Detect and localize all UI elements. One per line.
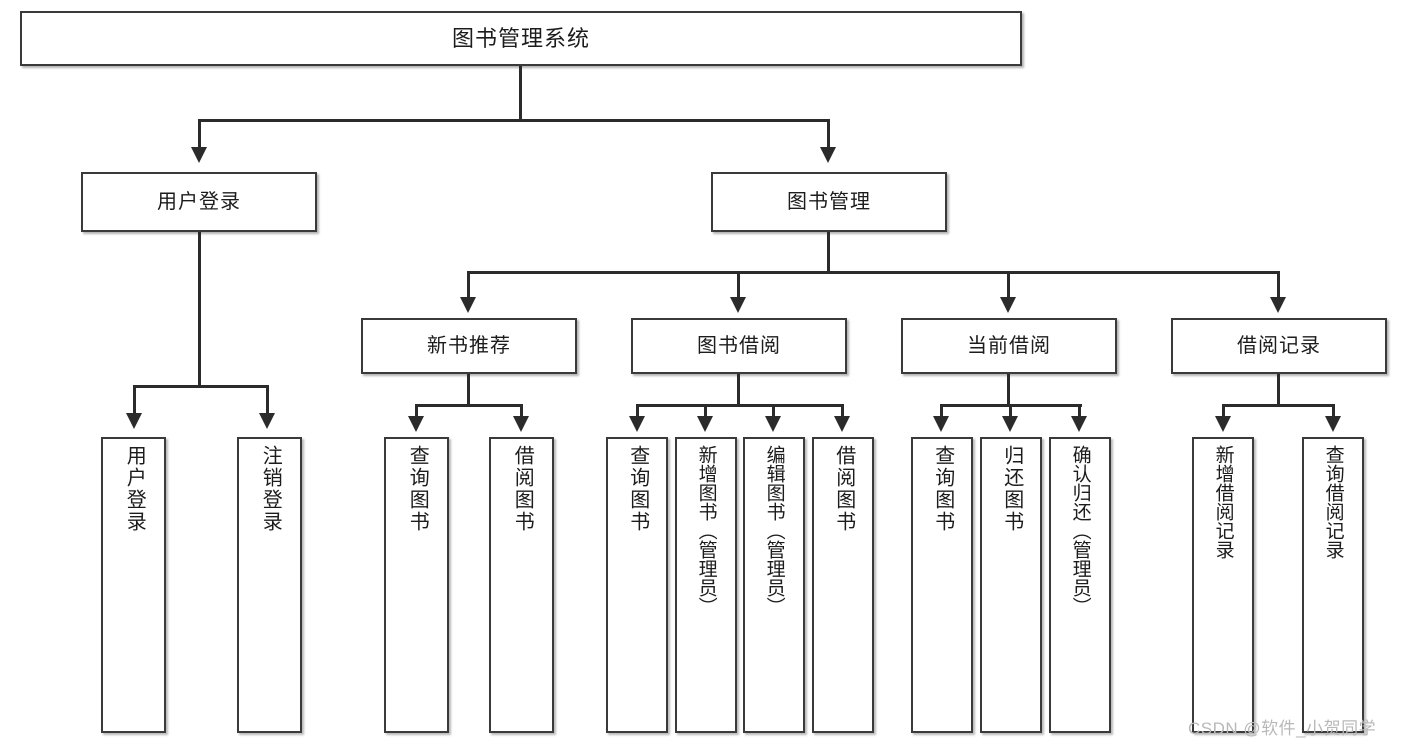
connector-borrow-record-drop-1 <box>1222 404 1225 418</box>
node-label: 查询图书 <box>931 445 954 533</box>
arrowhead-leaf-query-book-1 <box>408 416 424 432</box>
arrowhead-leaf-logout <box>259 413 275 429</box>
connector-root-to-book-mgmt <box>827 119 830 149</box>
connector-user-login-bus <box>133 385 269 388</box>
node-label: 借阅图书 <box>511 445 534 533</box>
arrowhead-leaf-confirm-return <box>1071 416 1087 432</box>
arrowhead-leaf-edit-book <box>765 416 781 432</box>
connector-current-borrow-drop-1 <box>940 404 943 418</box>
node-new-book-recommend[interactable]: 新书推荐 <box>361 318 577 374</box>
connector-book-borrow-stem <box>737 374 740 406</box>
connector-new-book-bus <box>415 404 523 407</box>
leaf-query-book-recommend[interactable]: 查询图书 <box>384 437 449 733</box>
node-label: 借阅记录 <box>1237 334 1321 357</box>
arrowhead-borrow-record <box>1270 297 1286 313</box>
connector-current-borrow-drop-3 <box>1078 404 1081 418</box>
node-label: 图书管理 <box>787 190 871 213</box>
leaf-query-book-current[interactable]: 查询图书 <box>911 437 973 733</box>
connector-to-borrow-record <box>1277 271 1280 299</box>
connector-to-current-borrow <box>1007 271 1010 299</box>
connector-book-borrow-drop-4 <box>841 404 844 418</box>
leaf-borrow-book-recommend[interactable]: 借阅图书 <box>489 437 554 733</box>
connector-borrow-record-stem <box>1277 374 1280 406</box>
connector-user-login-drop-1 <box>133 385 136 415</box>
node-label: 确认归还（管理员） <box>1069 445 1091 616</box>
arrowhead-leaf-borrow-book-1 <box>513 416 529 432</box>
csdn-watermark: CSDN @软件_小贺同学 <box>1188 719 1377 738</box>
node-label: 用户登录 <box>157 190 241 213</box>
connector-to-new-book <box>467 271 470 299</box>
connector-user-login-stem <box>198 232 201 387</box>
connector-book-borrow-bus <box>636 404 844 407</box>
leaf-add-borrow-record[interactable]: 新增借阅记录 <box>1192 437 1254 733</box>
node-label: 查询借阅记录 <box>1322 445 1344 559</box>
node-root-system[interactable]: 图书管理系统 <box>20 11 1022 66</box>
leaf-return-book[interactable]: 归还图书 <box>980 437 1042 733</box>
node-book-management[interactable]: 图书管理 <box>711 172 947 232</box>
node-label: 新增图书（管理员） <box>695 445 717 616</box>
node-label: 查询图书 <box>626 445 649 533</box>
leaf-query-borrow-record[interactable]: 查询借阅记录 <box>1302 437 1364 733</box>
node-current-borrow[interactable]: 当前借阅 <box>901 318 1117 374</box>
leaf-query-book-borrow[interactable]: 查询图书 <box>606 437 668 733</box>
leaf-logout[interactable]: 注销登录 <box>237 437 302 733</box>
node-label: 图书管理系统 <box>451 25 590 51</box>
connector-new-book-drop-2 <box>520 404 523 418</box>
leaf-edit-book-admin[interactable]: 编辑图书（管理员） <box>743 437 805 733</box>
arrowhead-leaf-query-book-3 <box>933 416 949 432</box>
connector-book-borrow-drop-3 <box>772 404 775 418</box>
connector-current-borrow-drop-2 <box>1009 404 1012 418</box>
node-label: 新书推荐 <box>427 334 511 357</box>
connector-current-borrow-stem <box>1007 374 1010 406</box>
node-label: 新增借阅记录 <box>1212 445 1234 559</box>
connector-borrow-record-bus <box>1222 404 1335 407</box>
connector-root-to-user-login <box>198 119 201 149</box>
arrowhead-leaf-add-book <box>697 416 713 432</box>
node-label: 编辑图书（管理员） <box>763 445 785 616</box>
arrowhead-leaf-borrow-book-2 <box>834 416 850 432</box>
arrowhead-leaf-add-record <box>1215 416 1231 432</box>
arrowhead-leaf-return-book <box>1002 416 1018 432</box>
arrowhead-leaf-query-book-2 <box>629 416 645 432</box>
arrowhead-leaf-user-login <box>126 413 142 429</box>
connector-book-mgmt-stem <box>827 232 830 273</box>
arrowhead-book-borrow <box>730 297 746 313</box>
node-label: 借阅图书 <box>832 445 855 533</box>
connector-new-book-drop-1 <box>415 404 418 418</box>
arrowhead-leaf-query-record <box>1325 416 1341 432</box>
leaf-borrow-book-borrow[interactable]: 借阅图书 <box>812 437 874 733</box>
node-label: 当前借阅 <box>967 334 1051 357</box>
node-label: 归还图书 <box>1000 445 1023 533</box>
arrowhead-current-borrow <box>1000 297 1016 313</box>
connector-book-borrow-drop-1 <box>636 404 639 418</box>
arrowhead-user-login <box>191 147 207 163</box>
connector-new-book-stem <box>467 374 470 406</box>
connector-root-bus <box>198 119 830 122</box>
node-label: 用户登录 <box>123 445 146 533</box>
connector-book-mgmt-bus <box>467 271 1279 274</box>
node-user-login[interactable]: 用户登录 <box>81 172 317 232</box>
connector-to-book-borrow <box>737 271 740 299</box>
leaf-confirm-return-admin[interactable]: 确认归还（管理员） <box>1049 437 1111 733</box>
node-label: 查询图书 <box>406 445 429 533</box>
node-label: 注销登录 <box>259 445 282 533</box>
connector-borrow-record-drop-2 <box>1332 404 1335 418</box>
connector-root-stem <box>519 66 522 119</box>
connector-book-borrow-drop-2 <box>704 404 707 418</box>
node-borrow-record[interactable]: 借阅记录 <box>1171 318 1387 374</box>
leaf-add-book-admin[interactable]: 新增图书（管理员） <box>675 437 737 733</box>
node-book-borrow[interactable]: 图书借阅 <box>631 318 847 374</box>
arrowhead-book-mgmt <box>820 147 836 163</box>
leaf-user-login[interactable]: 用户登录 <box>101 437 166 733</box>
arrowhead-new-book <box>460 297 476 313</box>
node-label: 图书借阅 <box>697 334 781 357</box>
connector-user-login-drop-2 <box>266 385 269 415</box>
